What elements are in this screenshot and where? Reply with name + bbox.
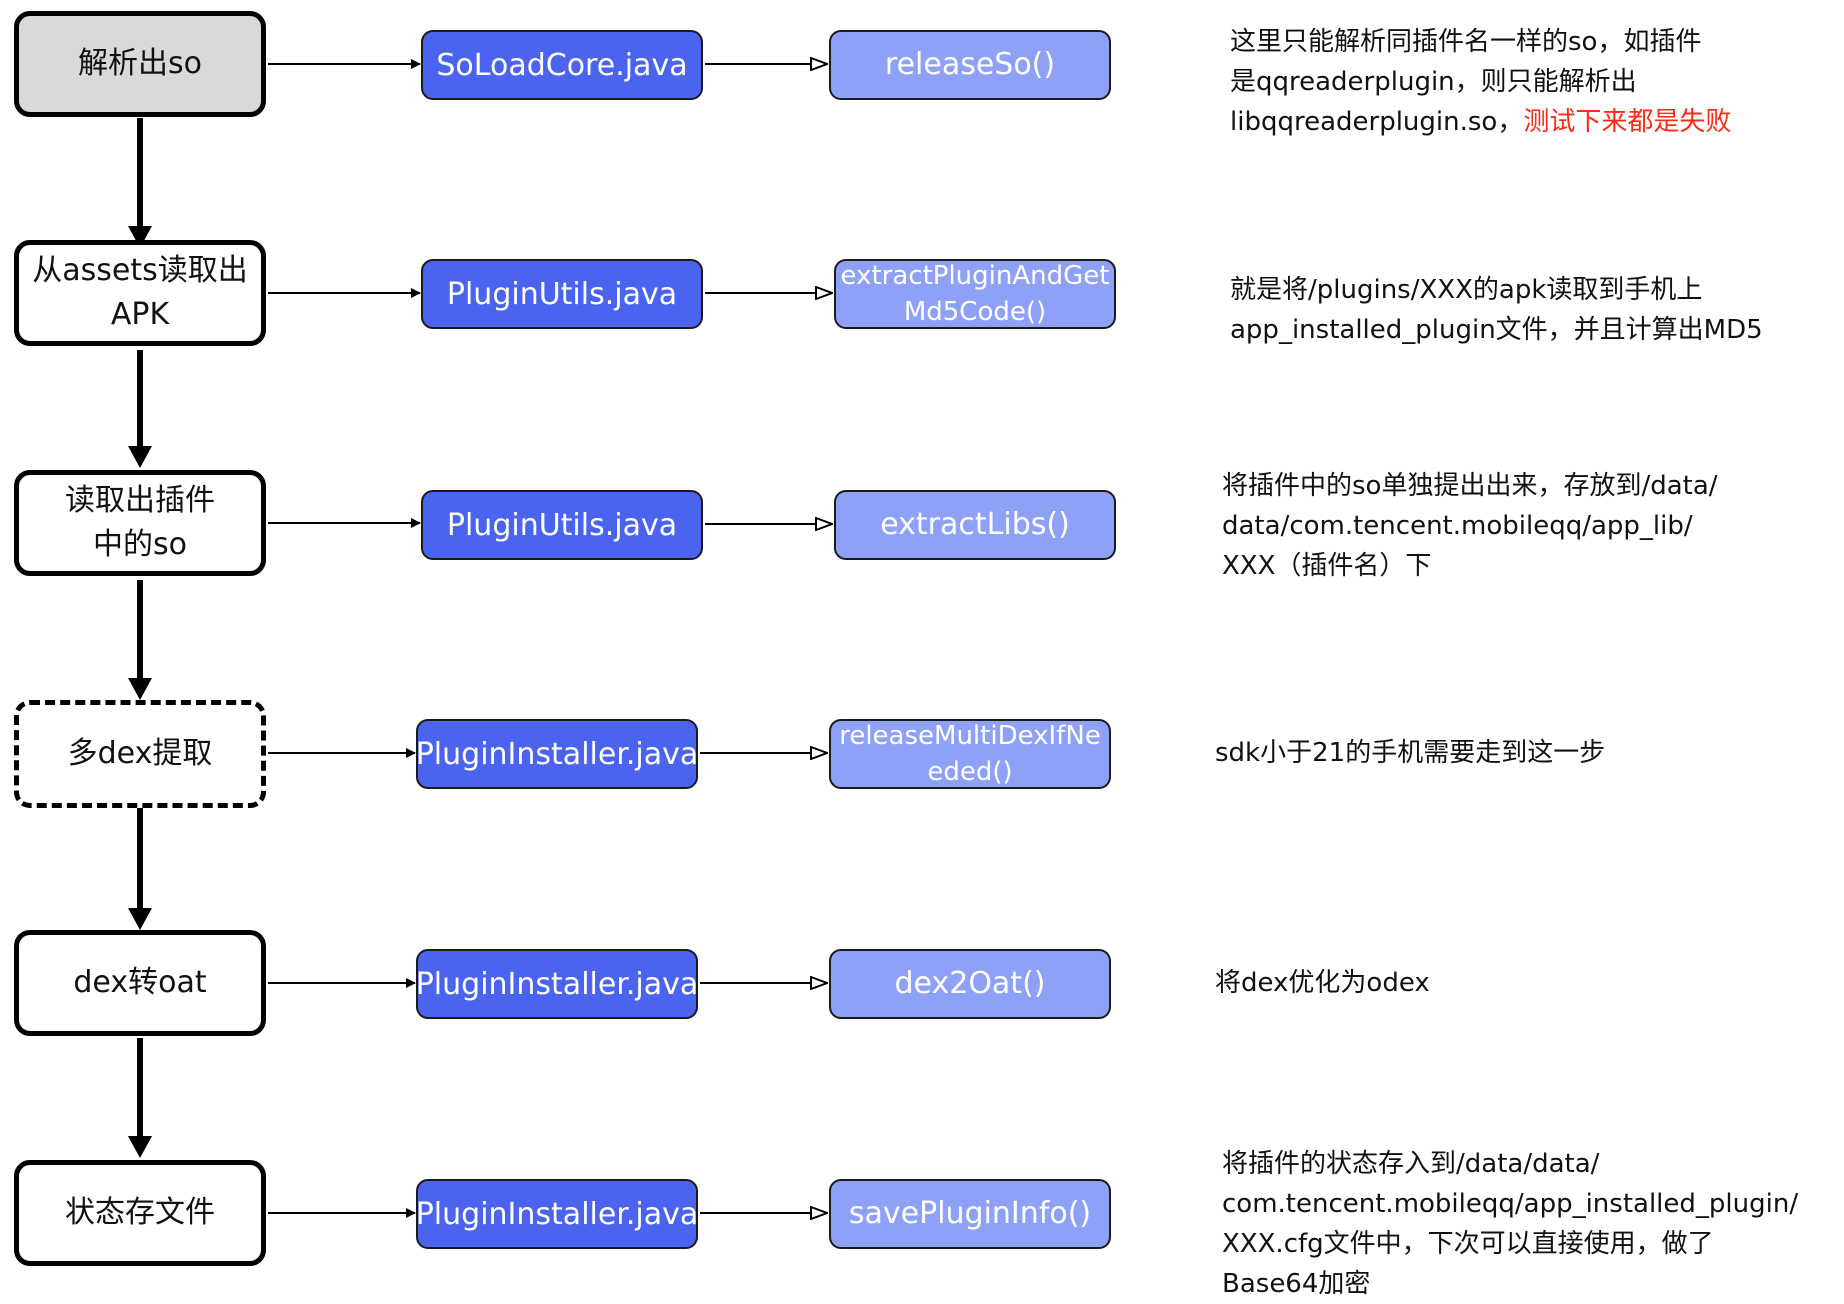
step-box-dex-to-oat: dex转oat — [14, 930, 266, 1036]
step-box-parse-so: 解析出so — [14, 11, 266, 117]
method-box-saveplugininfo: savePluginInfo() — [829, 1179, 1111, 1249]
note-step-4: sdk小于21的手机需要走到这一步 — [1215, 733, 1605, 773]
note-line: libqqreaderplugin.so， — [1230, 107, 1524, 137]
note-line: com.tencent.mobileqq/app_installed_plugi… — [1222, 1189, 1799, 1219]
step-box-multidex: 多dex提取 — [14, 700, 266, 808]
note-line: data/com.tencent.mobileqq/app_lib/ — [1222, 511, 1693, 541]
file-label: PluginUtils.java — [446, 507, 678, 543]
note-line: sdk小于21的手机需要走到这一步 — [1215, 738, 1606, 768]
step-box-read-plugin-so: 读取出插件中的so — [14, 470, 266, 576]
step-label: dex转oat — [73, 965, 207, 1000]
file-label: PluginInstaller.java — [415, 966, 699, 1002]
step-label: 解析出so — [78, 46, 202, 81]
method-box-releaseso: releaseSo() — [829, 30, 1111, 100]
file-label: PluginInstaller.java — [415, 1196, 699, 1232]
file-box-pluginutils-2: PluginUtils.java — [421, 490, 703, 560]
file-label: PluginUtils.java — [446, 276, 678, 312]
step-label: 多dex提取 — [67, 736, 213, 771]
note-line: 将插件中的so单独提出出来，存放到/data/ — [1222, 471, 1718, 501]
method-label: releaseSo() — [884, 47, 1056, 82]
method-box-releasemultidexifneeded: releaseMultiDexIfNeeded() — [829, 719, 1111, 789]
note-step-3: 将插件中的so单独提出出来，存放到/data/ data/com.tencent… — [1222, 466, 1718, 586]
file-box-plugininstaller: PluginInstaller.java — [416, 719, 698, 789]
method-box-extractlibs: extractLibs() — [834, 490, 1116, 560]
file-box-soloadcore: SoLoadCore.java — [421, 30, 703, 100]
file-box-pluginutils: PluginUtils.java — [421, 259, 703, 329]
step-to-file-arrows — [268, 59, 421, 1218]
note-line: 将插件的状态存入到/data/data/ — [1222, 1149, 1600, 1179]
note-highlight: 测试下来都是失败 — [1523, 107, 1732, 137]
file-to-method-arrows — [700, 64, 832, 1213]
file-label: PluginInstaller.java — [415, 736, 699, 772]
note-step-2: 就是将/plugins/XXX的apk读取到手机上 app_installed_… — [1230, 270, 1763, 350]
note-line: 这里只能解析同插件名一样的so，如插件 — [1230, 27, 1702, 57]
step-label: 从assets读取出APK — [32, 253, 248, 332]
method-box-dex2oat: dex2Oat() — [829, 949, 1111, 1019]
note-step-5: 将dex优化为odex — [1215, 963, 1430, 1003]
method-label: savePluginInfo() — [848, 1196, 1092, 1231]
method-label: dex2Oat() — [894, 966, 1046, 1001]
note-line: XXX.cfg文件中，下次可以直接使用，做了 — [1222, 1229, 1714, 1259]
file-box-plugininstaller-2: PluginInstaller.java — [416, 949, 698, 1019]
step-box-read-apk: 从assets读取出APK — [14, 240, 266, 346]
step-label: 读取出插件中的so — [65, 483, 215, 562]
file-label: SoLoadCore.java — [436, 47, 688, 83]
note-line: 将dex优化为odex — [1215, 968, 1430, 998]
note-step-6: 将插件的状态存入到/data/data/ com.tencent.mobileq… — [1222, 1144, 1798, 1304]
note-line: 是qqreaderplugin，则只能解析出 — [1230, 67, 1637, 97]
step-box-save-state: 状态存文件 — [14, 1160, 266, 1266]
note-line: XXX（插件名）下 — [1222, 551, 1432, 581]
method-label: extractPluginAndGetMd5Code() — [840, 261, 1110, 327]
method-box-extractpluginandgetmd5code: extractPluginAndGetMd5Code() — [834, 259, 1116, 329]
note-line: Base64加密 — [1222, 1269, 1371, 1299]
method-label: extractLibs() — [880, 507, 1070, 542]
step-label: 状态存文件 — [65, 1195, 215, 1230]
note-step-1: 这里只能解析同插件名一样的so，如插件 是qqreaderplugin，则只能解… — [1230, 22, 1731, 142]
file-box-plugininstaller-3: PluginInstaller.java — [416, 1179, 698, 1249]
vertical-flow-arrows — [128, 118, 152, 1158]
method-label: releaseMultiDexIfNeeded() — [839, 721, 1101, 787]
note-line: 就是将/plugins/XXX的apk读取到手机上 — [1230, 275, 1703, 305]
note-line: app_installed_plugin文件，并且计算出MD5 — [1230, 315, 1763, 345]
